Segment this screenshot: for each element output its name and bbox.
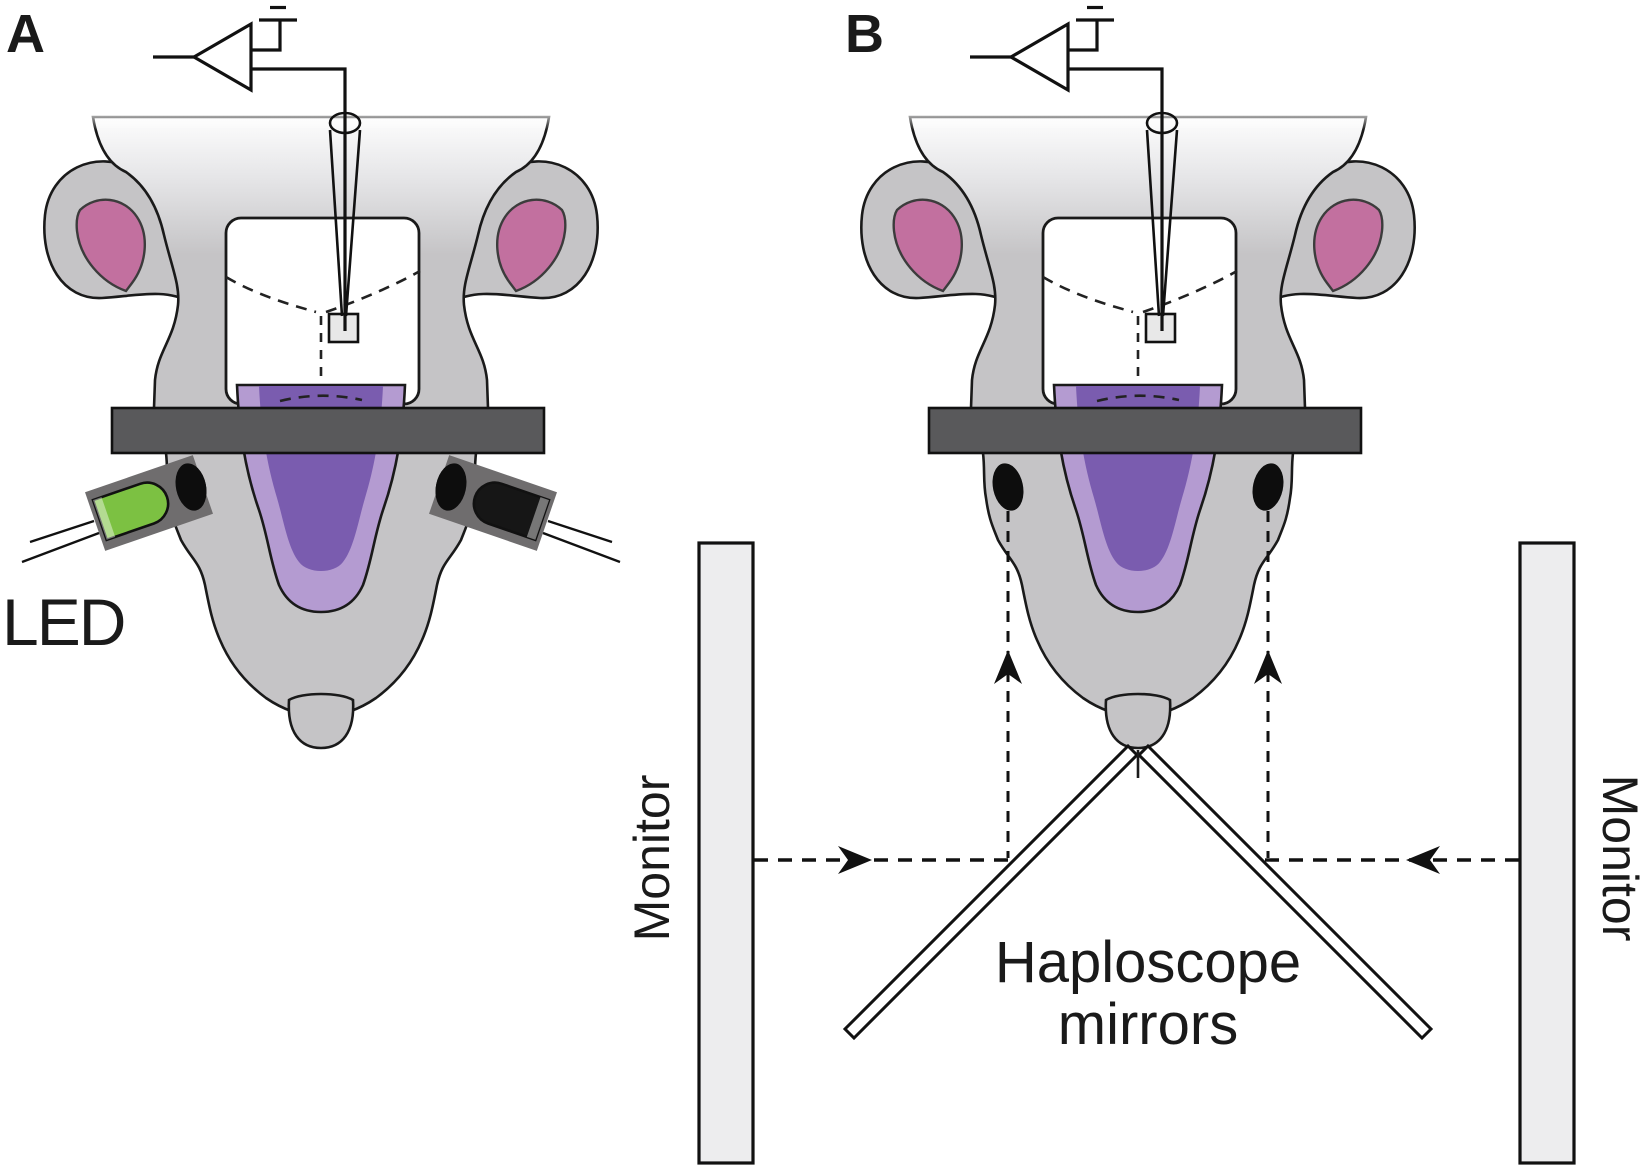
haploscope-mirror-right — [1136, 743, 1434, 1041]
arrow-up-right-icon — [1254, 650, 1282, 684]
mouse-head-a — [42, 5, 600, 750]
panel-b: B Monitor Monitor Haploscope mirrors — [624, 4, 1648, 1165]
panel-b-label: B — [845, 4, 884, 64]
monitor-right — [1518, 541, 1576, 1165]
arrow-right-icon — [838, 846, 872, 874]
arrow-up-left-icon — [994, 650, 1022, 684]
haploscope-label-line1: Haploscope — [995, 930, 1301, 995]
panel-a: A LED — [2, 4, 622, 750]
monitor-left-label: Monitor — [624, 775, 680, 942]
panel-a-label: A — [6, 4, 45, 64]
haploscope-label-line2: mirrors — [1058, 992, 1238, 1057]
arrow-left-icon — [1406, 846, 1440, 874]
mouse-head-b — [859, 5, 1417, 750]
haploscope-mirror-left — [842, 743, 1140, 1041]
led-label: LED — [2, 585, 124, 659]
monitor-right-label: Monitor — [1592, 775, 1648, 942]
monitor-left — [697, 541, 755, 1165]
